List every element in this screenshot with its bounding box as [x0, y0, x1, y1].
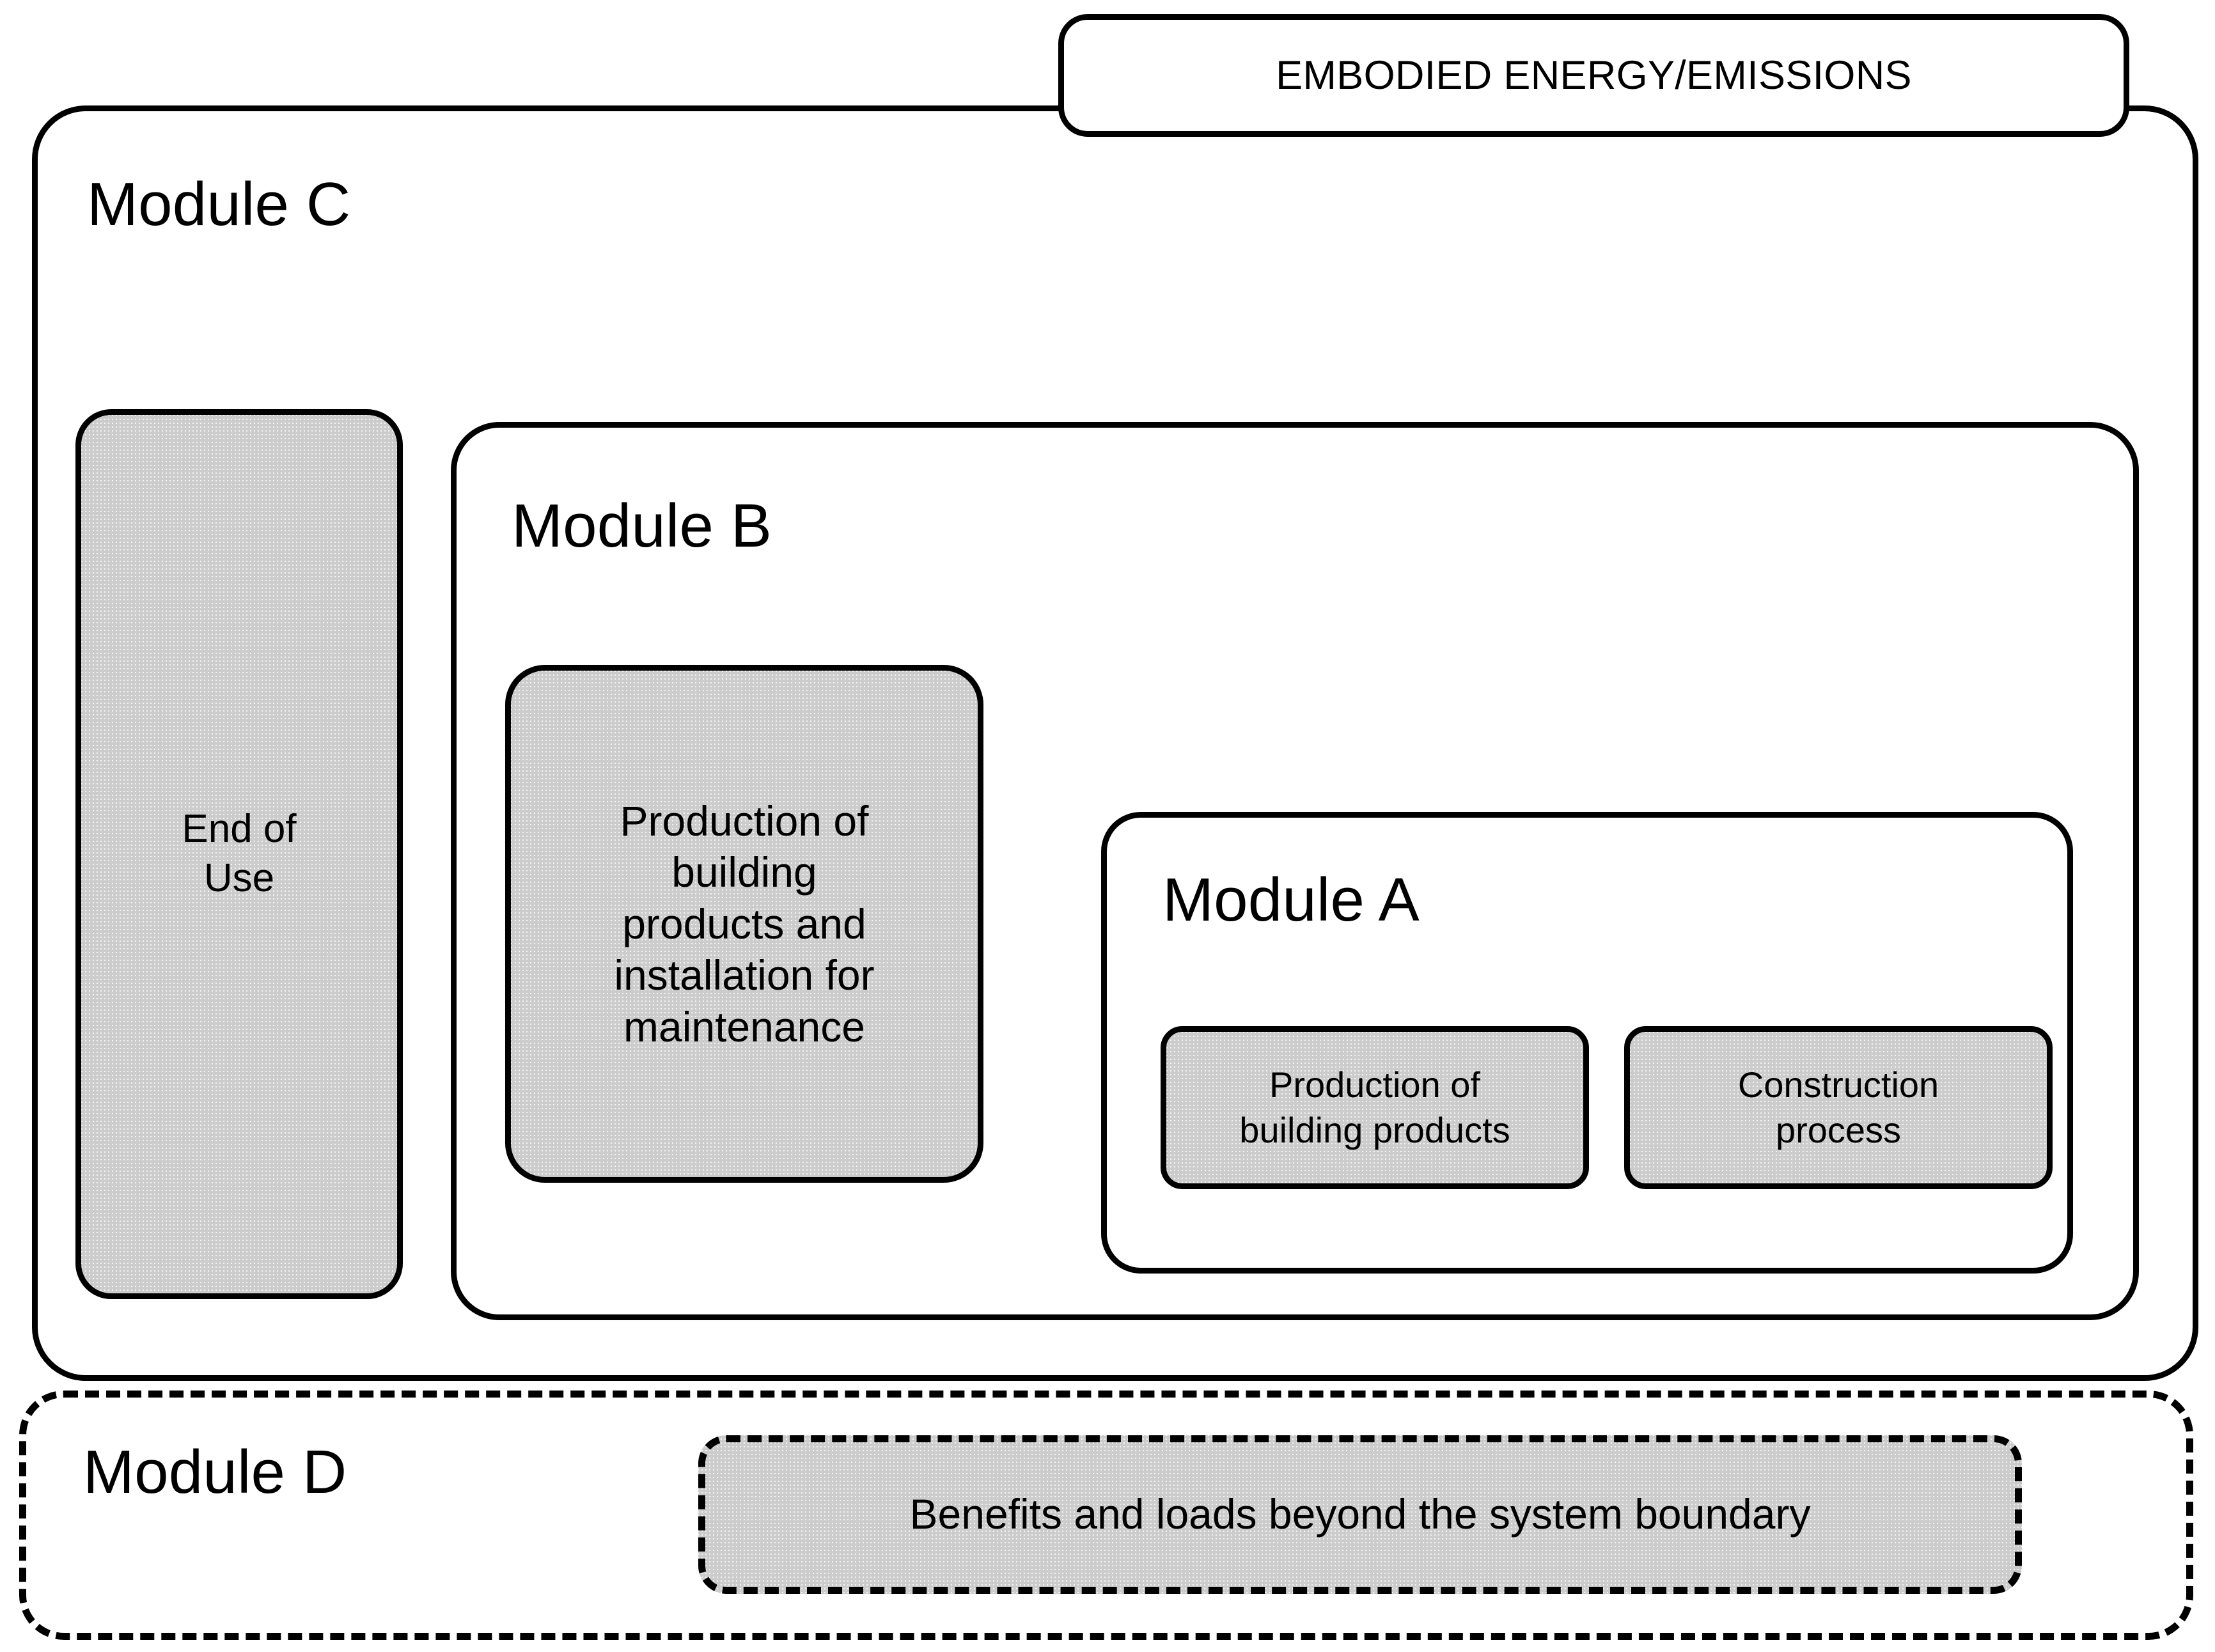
maintenance-line-1: Production of — [620, 797, 869, 845]
construction-line-1: Construction — [1737, 1064, 1939, 1105]
end-of-use-box: End of Use — [75, 409, 403, 1299]
maintenance-line-5: maintenance — [623, 1002, 865, 1050]
construction-process-box: Construction process — [1624, 1026, 2053, 1189]
embodied-energy-emissions-label: EMBODIED ENERGY/EMISSIONS — [1276, 52, 1912, 98]
module-d-title: Module D — [83, 1438, 347, 1506]
module-b-title: Module B — [512, 492, 772, 560]
production-line-2: building products — [1239, 1109, 1510, 1150]
embodied-energy-emissions-badge: EMBODIED ENERGY/EMISSIONS — [1058, 14, 2129, 137]
end-of-use-line-2: Use — [203, 856, 275, 900]
benefits-and-loads-label: Benefits and loads beyond the system bou… — [909, 1490, 1811, 1538]
maintenance-line-4: installation for — [614, 951, 875, 999]
maintenance-line-2: building — [671, 848, 817, 896]
production-line-1: Production of — [1269, 1064, 1480, 1105]
maintenance-line-3: products and — [622, 900, 866, 947]
construction-line-2: process — [1775, 1109, 1902, 1150]
benefits-and-loads-box: Benefits and loads beyond the system bou… — [698, 1435, 2022, 1594]
maintenance-production-box: Production of building products and inst… — [505, 665, 983, 1183]
module-a-title: Module A — [1162, 866, 1420, 934]
end-of-use-line-1: End of — [182, 807, 297, 852]
module-c-title: Module C — [87, 170, 351, 238]
production-of-building-products-box: Production of building products — [1161, 1026, 1589, 1189]
